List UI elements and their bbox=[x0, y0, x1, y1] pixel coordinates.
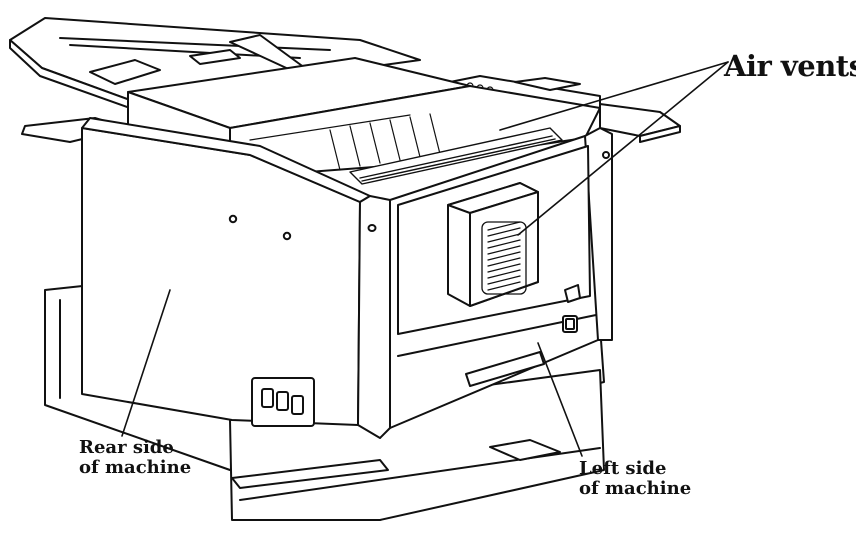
air-vents-leader-side bbox=[518, 62, 728, 235]
rear-side-label-line-2: of machine bbox=[79, 457, 192, 479]
air-vent-grille bbox=[448, 183, 538, 306]
rear-panel bbox=[82, 118, 390, 438]
document-feed-tray bbox=[10, 18, 420, 108]
right-support-wing bbox=[600, 104, 680, 142]
rear-side-leader bbox=[122, 290, 170, 436]
air-vents-leader-top bbox=[500, 62, 728, 130]
rear-connector-panel bbox=[252, 378, 314, 426]
rear-side-label-line-1: Rear side bbox=[79, 437, 174, 458]
air-vents-label: Air vents bbox=[724, 49, 856, 83]
power-switch bbox=[563, 316, 577, 332]
left-side-label-line-1: Left side bbox=[579, 458, 667, 479]
left-side-label: Left side of machine bbox=[579, 458, 692, 500]
left-side-leader bbox=[538, 343, 582, 456]
paper-exit-slot bbox=[350, 128, 562, 184]
rear-side-label: Rear side of machine bbox=[79, 437, 192, 479]
left-side-label-line-2: of machine bbox=[579, 478, 692, 500]
